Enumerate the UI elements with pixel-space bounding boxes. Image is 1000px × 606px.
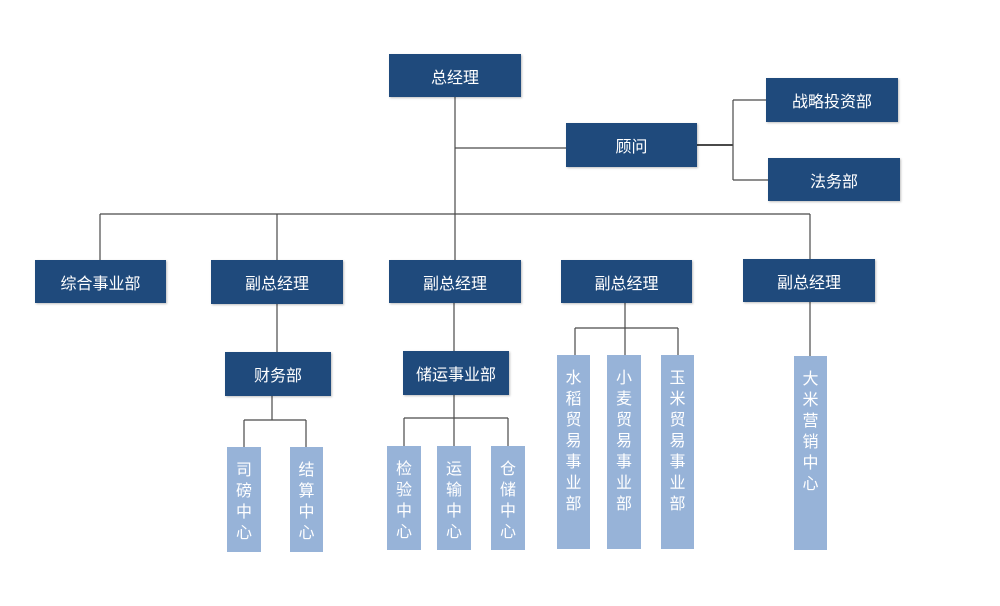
rice-marketing-node: 大米营销中心	[794, 356, 827, 550]
wheat-trade-node: 小麦贸易事业部	[607, 355, 641, 549]
general-business-node: 综合事业部	[35, 260, 166, 303]
settlement-center-node: 结算中心	[290, 447, 323, 552]
weighing-center-node: 司磅中心	[227, 447, 261, 552]
vice-manager-2-node: 副总经理	[389, 260, 521, 303]
vice-manager-1-node: 副总经理	[211, 260, 343, 304]
logistics-node: 储运事业部	[403, 351, 509, 395]
vice-manager-4-node: 副总经理	[743, 259, 875, 302]
finance-node: 财务部	[225, 352, 331, 396]
legal-node: 法务部	[768, 158, 900, 201]
strategy-investment-node: 战略投资部	[766, 78, 898, 122]
advisor-node: 顾问	[566, 123, 697, 167]
transport-center-node: 运输中心	[437, 446, 471, 550]
storage-center-node: 仓储中心	[491, 446, 525, 550]
inspection-center-node: 检验中心	[387, 446, 421, 550]
corn-trade-node: 玉米贸易事业部	[661, 355, 694, 549]
vice-manager-3-node: 副总经理	[561, 260, 692, 303]
ceo-node: 总经理	[389, 54, 521, 97]
rice-trade-node: 水稻贸易事业部	[557, 355, 590, 549]
